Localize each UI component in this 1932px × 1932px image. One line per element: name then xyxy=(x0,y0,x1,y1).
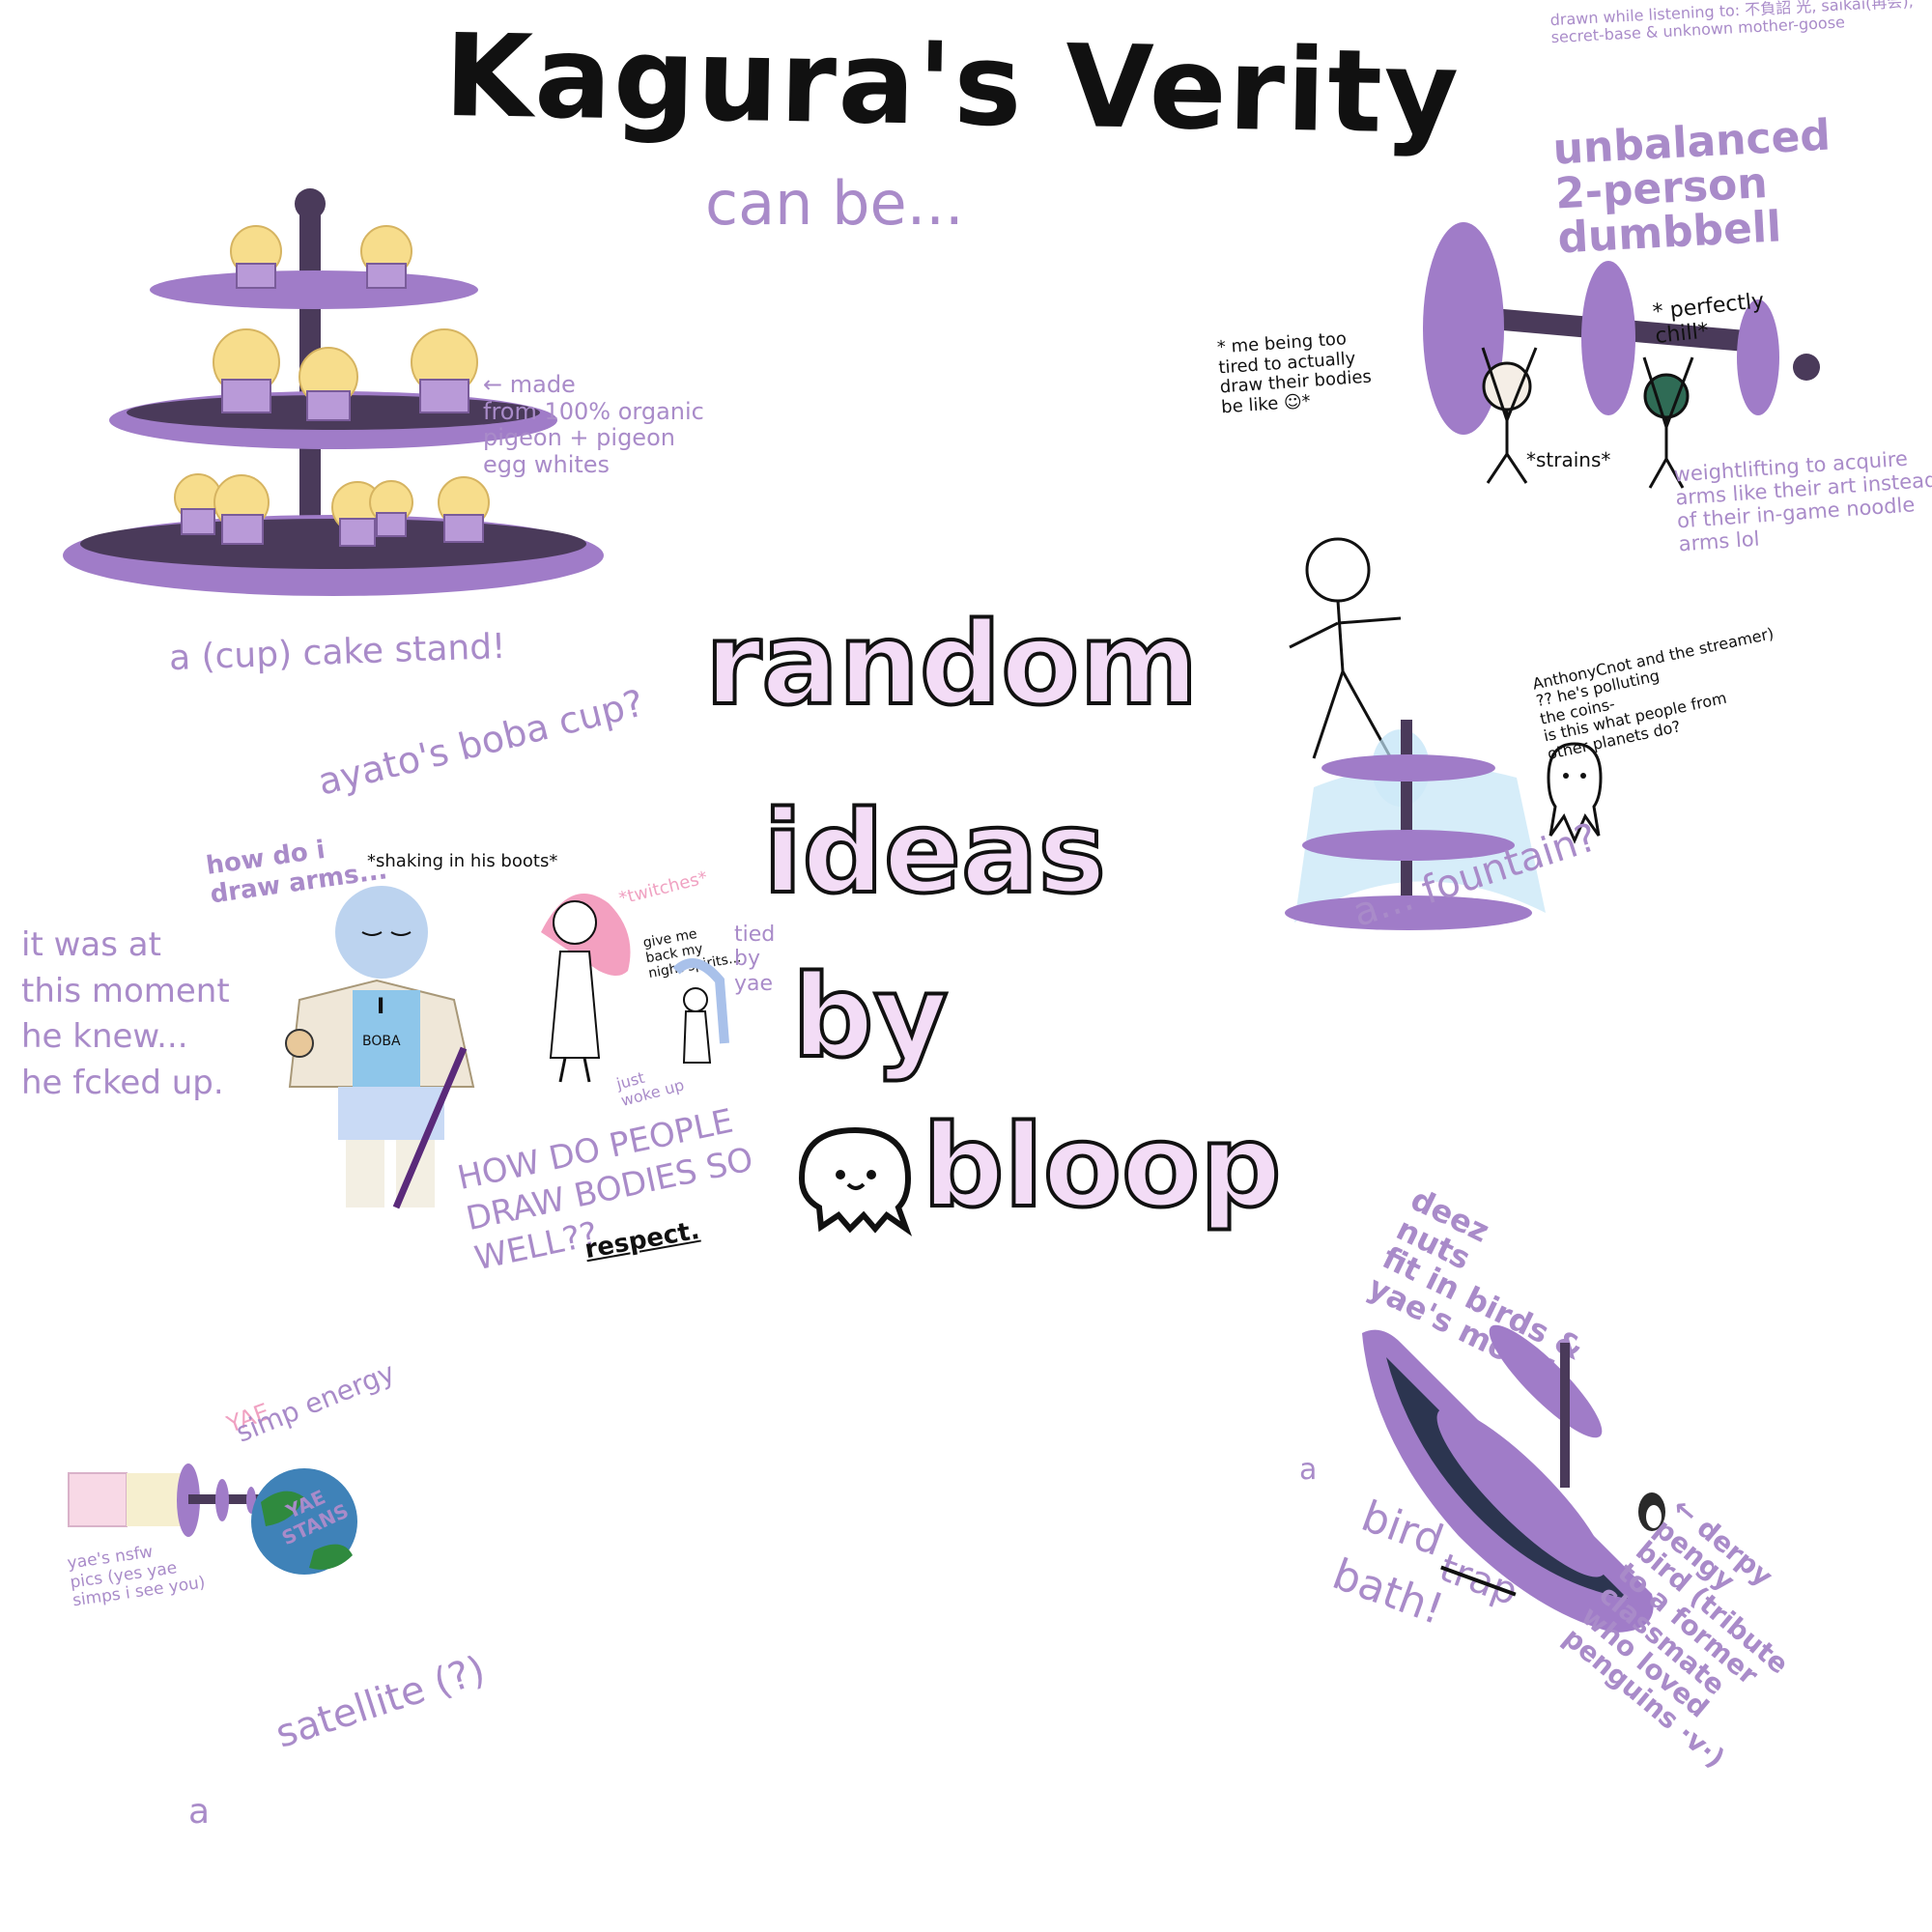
cake-stand-illustration xyxy=(63,188,604,596)
bird-bath-illustration xyxy=(1362,1324,1665,1633)
penguin-icon xyxy=(1638,1492,1665,1531)
dumbbell-illustration xyxy=(1423,222,1820,489)
page-title: Kagura's Verity xyxy=(442,8,1462,160)
shaking-note: *shaking in his boots* xyxy=(367,851,558,871)
satellite-caption: satellite (?) xyxy=(270,1647,491,1757)
center-title-ideas: ideas xyxy=(761,784,1108,919)
fcked-up-note: it was at this moment he knew... he fcke… xyxy=(21,925,230,1102)
shirt-boba-text: BOBA xyxy=(362,1034,401,1049)
fountain-illustration xyxy=(1285,537,1546,930)
anthony-ghost-icon xyxy=(1547,742,1603,844)
satellite-caption-a: a xyxy=(188,1792,211,1832)
tied-by-yae-note: tied by yae xyxy=(734,923,776,996)
center-title-bloop: bloop xyxy=(921,1098,1284,1233)
center-title-by: by xyxy=(790,949,950,1083)
shirt-i-text: I xyxy=(377,995,385,1019)
center-title-random: random xyxy=(703,596,1200,730)
listening-credit: drawn while listening to: 不負詔 光, saikai(… xyxy=(1549,0,1915,47)
cake-stand-caption: a (cup) cake stand! xyxy=(168,626,507,679)
ayato-character-illustration xyxy=(285,886,475,1209)
dumbbell-note-left: * me being too tired to actually draw th… xyxy=(1216,328,1373,418)
cake-stand-note: ← made from 100% organic pigeon + pigeon… xyxy=(483,371,704,478)
bloop-ghost-icon xyxy=(798,1126,913,1236)
yae-character-illustration xyxy=(541,894,729,1083)
boba-question: ayato's boba cup? xyxy=(313,681,648,804)
subtitle: can be... xyxy=(705,168,964,239)
dumbbell-note-right: weightlifting to acquire arms like their… xyxy=(1672,446,1932,556)
fountain-note: AnthonyCnot and the streamer) ?? he's po… xyxy=(1530,624,1776,763)
bird-bath-a: a xyxy=(1299,1453,1318,1487)
strains-note: *strains* xyxy=(1526,448,1611,471)
satellite-illustration xyxy=(68,1463,357,1575)
